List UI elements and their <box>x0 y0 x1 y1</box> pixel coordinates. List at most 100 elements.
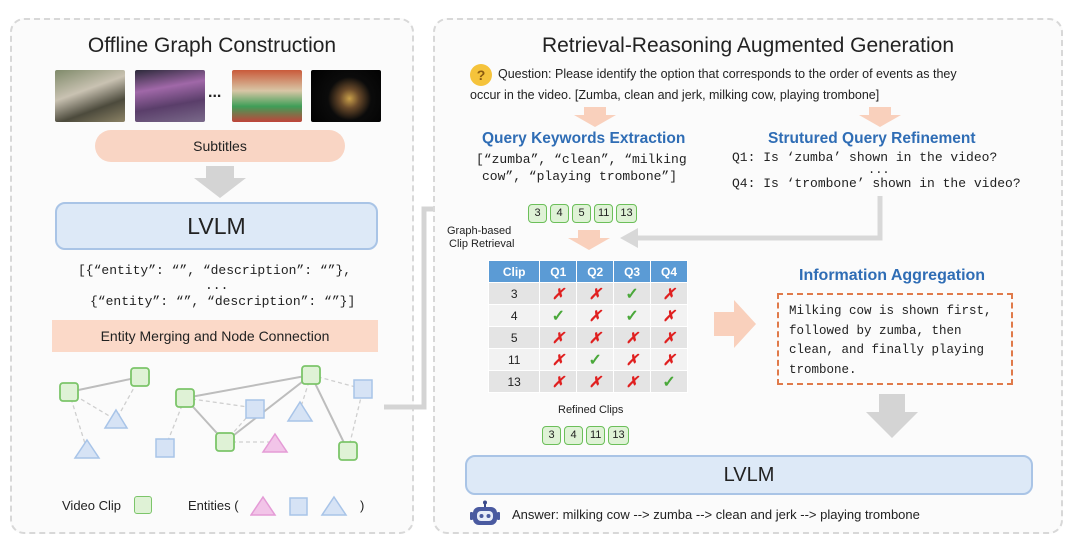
table-cell: ✗ <box>650 348 688 371</box>
offline-title: Offline Graph Construction <box>87 34 337 57</box>
refined-clip-chip: 4 <box>564 426 583 445</box>
rrag-panel <box>433 18 1063 534</box>
graph-node-clip <box>175 388 195 408</box>
refinement-dots: ... <box>868 163 890 177</box>
refinement-q1: Q1: Is ‘zumba’ shown in the video? <box>732 150 998 165</box>
graph-node-entity <box>261 432 289 453</box>
table-header-cell: Q2 <box>576 260 615 283</box>
graph-node-clip <box>338 441 358 461</box>
table-header-row: Clip Q1 Q2 Q3 Q4 <box>487 260 688 283</box>
graph-node-entity <box>103 408 129 429</box>
robot-icon <box>470 500 500 525</box>
graph-node-clip <box>59 382 79 402</box>
table-cell: ✗ <box>539 326 578 349</box>
graph-node-entity <box>286 400 314 422</box>
table-cell: 13 <box>487 370 541 393</box>
arrow-to-table <box>568 230 610 250</box>
frames-ellipsis: ... <box>208 84 222 101</box>
json-line-1: [{“entity”: “”, “description”: “”}, <box>78 263 352 278</box>
down-arrow-1 <box>194 166 246 198</box>
question-line-1: Question: Please identify the option tha… <box>498 67 957 81</box>
arrow-to-keywords <box>574 107 616 127</box>
arrow-to-refinement <box>859 107 901 127</box>
graph-node-clip <box>215 432 235 452</box>
table-cell: 11 <box>487 348 541 371</box>
refinement-to-table-arrow <box>620 196 883 248</box>
table-header-cell: Q3 <box>613 260 652 283</box>
lvlm-box-right: LVLM <box>465 455 1033 495</box>
aggregation-title: Information Aggregation <box>799 267 986 284</box>
entity-merging-box: Entity Merging and Node Connection <box>52 320 378 352</box>
query-clip-table: Clip Q1 Q2 Q3 Q4 3 ✗ ✗ ✓ ✗ 4 ✓ ✗ ✓ ✗ 5 ✗… <box>487 260 688 393</box>
table-row: 13 ✗ ✗ ✗ ✓ <box>487 370 688 393</box>
table-cell: ✗ <box>613 326 652 349</box>
knowledge-graph <box>59 365 373 461</box>
graph-node-clip <box>130 367 150 387</box>
aggregation-box: Milking cow is shown first, followed by … <box>777 293 1013 385</box>
table-cell: ✗ <box>613 348 652 371</box>
aggregation-line: Milking cow is shown first, <box>789 304 992 318</box>
refined-clip-chip: 13 <box>608 426 629 445</box>
table-cell: 3 <box>487 282 541 305</box>
down-arrow-2 <box>866 394 918 438</box>
aggregation-line: clean, and finally playing <box>789 343 985 357</box>
legend-entities-label: Entities ( <box>188 498 239 513</box>
clip-chip: 11 <box>594 204 614 223</box>
legend-video-clip-label: Video Clip <box>62 498 122 513</box>
keywords-line-2: cow”, “playing trombone”] <box>482 169 678 184</box>
video-frame-zumba <box>135 70 205 122</box>
clip-chip: 3 <box>528 204 547 223</box>
table-cell: ✓ <box>576 348 615 371</box>
arrow-to-aggregation <box>714 300 756 348</box>
aggregation-line: followed by zumba, then <box>789 323 962 338</box>
table-cell: ✓ <box>539 304 578 327</box>
table-header-cell: Q1 <box>539 260 578 283</box>
graph-node-clip <box>301 365 321 385</box>
table-cell: 5 <box>487 326 541 349</box>
table-cell: ✗ <box>539 282 578 305</box>
lvlm-box-left: LVLM <box>55 202 378 250</box>
graph-node-entity <box>353 379 373 399</box>
table-cell: ✗ <box>650 304 688 327</box>
refinement-title: Strutured Query Refinement <box>768 130 976 147</box>
table-cell: ✗ <box>613 370 652 393</box>
table-row: 5 ✗ ✗ ✗ ✗ <box>487 326 688 349</box>
table-cell: ✗ <box>539 348 578 371</box>
aggregation-line: trombone. <box>789 362 857 377</box>
table-header-cell: Clip <box>487 260 541 283</box>
video-frame-trombone <box>311 70 381 122</box>
table-row: 4 ✓ ✗ ✓ ✗ <box>487 304 688 327</box>
answer-text: Answer: milking cow --> zumba --> clean … <box>512 507 920 522</box>
clip-chip: 13 <box>616 204 637 223</box>
table-cell: ✓ <box>650 370 688 393</box>
keywords-line-1: [“zumba”, “clean”, “milking <box>476 152 687 167</box>
question-line-2: occur in the video. [Zumba, clean and je… <box>470 88 880 102</box>
rrag-title: Retrieval-Reasoning Augmented Generation <box>541 34 955 57</box>
refined-clips-label: Refined Clips <box>558 404 624 416</box>
thinking-emoji-icon: ? <box>470 64 492 86</box>
graph-retrieval-label-1: Graph-based <box>447 225 512 237</box>
refinement-q4: Q4: Is ‘trombone’ shown in the video? <box>732 176 1021 191</box>
graph-node-entity <box>155 438 175 458</box>
clip-chip: 5 <box>572 204 591 223</box>
table-cell: ✗ <box>650 326 688 349</box>
table-header-cell: Q4 <box>650 260 688 283</box>
table-cell: ✓ <box>613 282 652 305</box>
subtitles-box: Subtitles <box>95 130 345 162</box>
legend-clip-square <box>134 496 152 514</box>
table-cell: ✗ <box>650 282 688 305</box>
refined-clip-chip: 11 <box>586 426 606 445</box>
legend-close-paren: ) <box>360 498 365 513</box>
table-row: 11 ✗ ✓ ✗ ✗ <box>487 348 688 371</box>
keywords-title: Query Keywords Extraction <box>482 130 686 147</box>
table-cell: ✗ <box>576 282 615 305</box>
table-cell: ✗ <box>539 370 578 393</box>
legend-entity-shapes <box>250 495 348 516</box>
clip-chip: 4 <box>550 204 569 223</box>
table-row: 3 ✗ ✗ ✓ ✗ <box>487 282 688 305</box>
table-cell: 4 <box>487 304 541 327</box>
table-cell: ✗ <box>576 326 615 349</box>
graph-retrieval-label-2: Clip Retrieval <box>449 238 515 250</box>
